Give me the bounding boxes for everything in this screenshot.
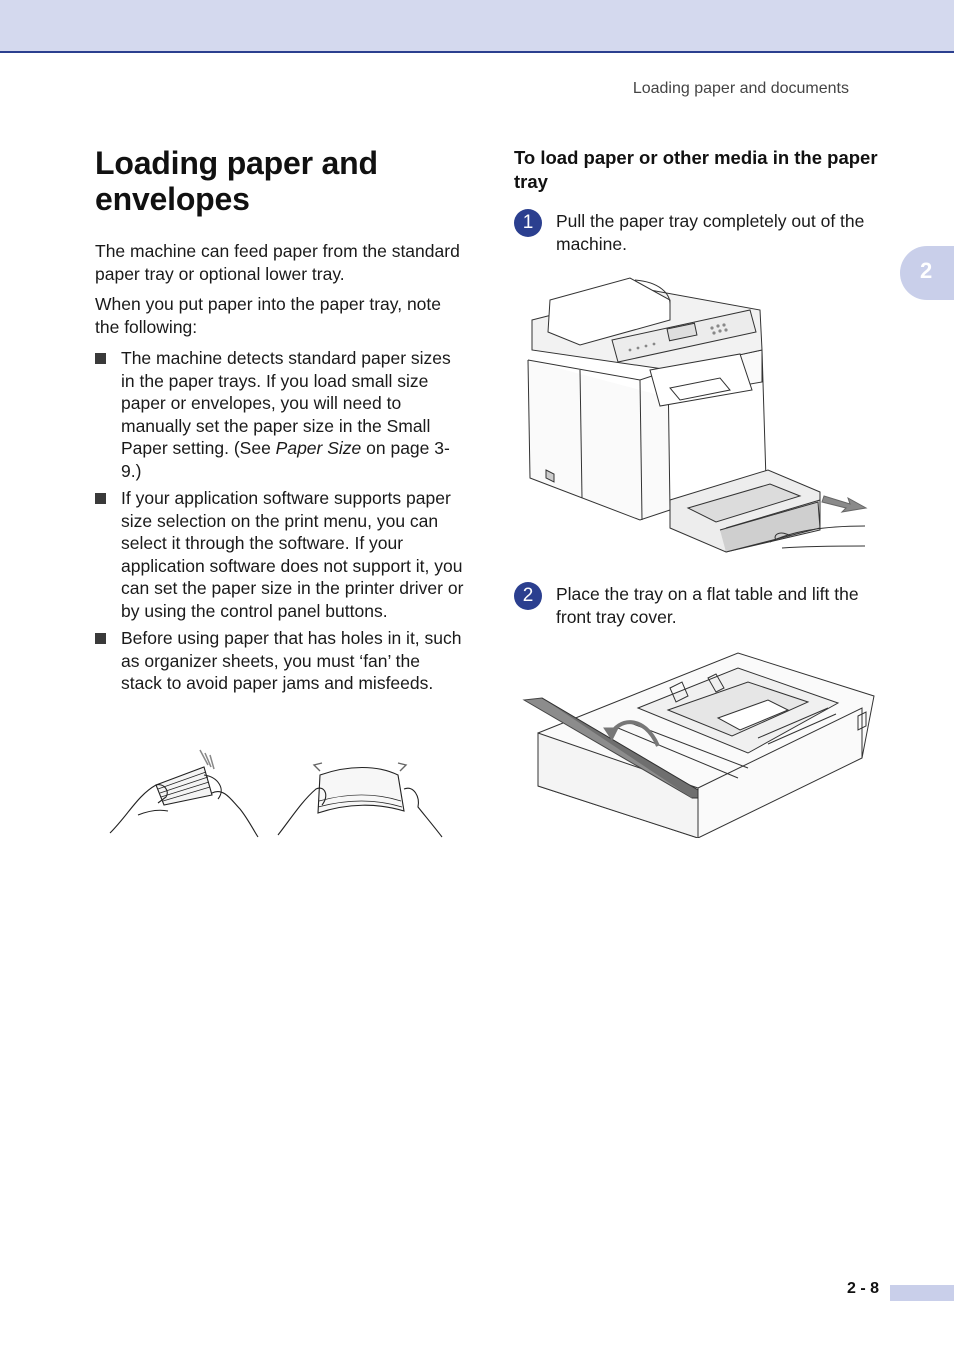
step-number-badge: 2 [514,582,542,610]
section-heading: To load paper or other media in the pape… [514,147,878,192]
running-head: Loading paper and documents [632,80,849,97]
step-number-badge: 1 [514,209,542,237]
left-column: Loading paper and envelopes The machine … [95,145,465,700]
bullet-item: If your application software supports pa… [95,487,465,622]
step-text: Pull the paper tray completely out of th… [556,211,865,254]
bullet-square-icon [95,493,106,504]
intro-paragraph: The machine can feed paper from the stan… [95,241,460,284]
bullet-square-icon [95,633,106,644]
bullet-item: The machine detects standard paper sizes… [95,347,465,482]
fan-paper-illustration [109,749,443,838]
chapter-number: 2 [920,258,933,283]
footer-bar [890,1285,954,1301]
right-column: To load paper or other media in the pape… [514,146,884,627]
page-number: 2 - 8 [847,1280,880,1297]
bullet-item: Before using paper that has holes in it,… [95,627,465,695]
header-band [0,0,954,53]
page-title: Loading paper and envelopes [95,145,378,217]
printer-tray-pull-illustration [527,277,868,553]
bullet-square-icon [95,353,106,364]
step-text: Place the tray on a flat table and lift … [556,584,859,627]
cross-reference[interactable]: Paper Size [275,438,362,458]
note-paragraph: When you put paper into the paper tray, … [95,294,442,337]
chapter-tab[interactable]: 2 [900,246,954,300]
paper-tray-cover-illustration [522,652,875,838]
bullet-list: The machine detects standard paper sizes… [95,347,465,695]
